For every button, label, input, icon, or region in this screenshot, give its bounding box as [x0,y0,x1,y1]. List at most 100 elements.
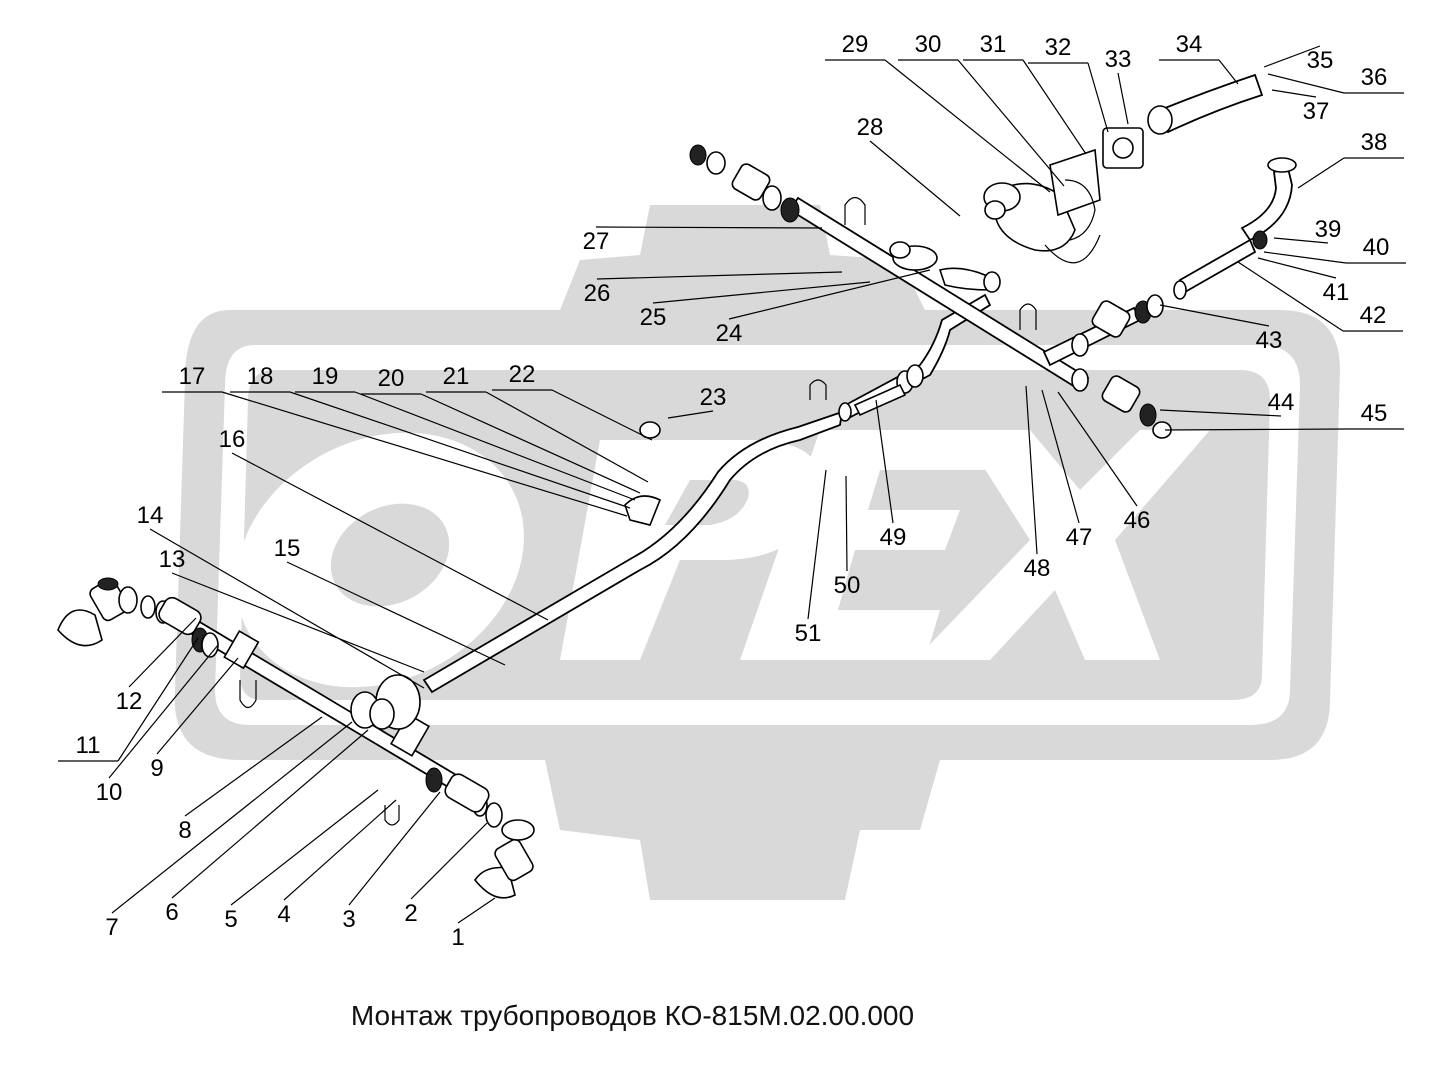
leader-line [1267,73,1404,94]
callout-7: 7 [105,721,353,941]
leader-line [807,469,827,620]
leader-line [1159,59,1239,85]
callout-44: 44 [1159,389,1294,417]
leader-line [898,59,1065,187]
callout-number: 6 [165,899,178,926]
callout-number: 24 [716,320,743,347]
callout-23: 23 [667,384,726,419]
callout-number: 33 [1105,46,1132,73]
callout-number: 1 [451,924,464,951]
callout-number: 20 [378,365,405,392]
diagram-caption: Монтаж трубопроводов КО-815М.02.00.000 [350,1000,915,1031]
callout-number: 51 [795,620,822,647]
leader-line [875,399,894,524]
callout-18: 18 [230,363,631,509]
leader-line [426,391,649,483]
callout-number: 21 [443,363,470,390]
leader-line [283,799,397,901]
leader-line [1273,237,1329,244]
leader-line [492,389,653,441]
callout-10: 10 [96,644,219,806]
leader-line [1271,89,1317,98]
callout-26: 26 [584,271,843,307]
callout-15: 15 [274,535,506,666]
leader-line [1057,391,1138,507]
callout-number: 5 [224,906,237,933]
callout-8: 8 [178,716,323,844]
leader-line [230,789,379,906]
callout-number: 39 [1315,216,1342,243]
callout-number: 18 [247,363,274,390]
elbow-pipe [1240,166,1293,242]
callout-number: 10 [96,779,123,806]
callout-11: 11 [58,637,199,762]
callout-31: 31 [963,31,1087,155]
callout-51: 51 [795,469,827,647]
leader-line [728,269,931,320]
callout-number: 50 [834,572,861,599]
callout-number: 31 [980,31,1007,58]
callout-number: 43 [1256,327,1283,354]
leader-line [171,572,425,673]
callout-5: 5 [224,789,379,933]
leader-line [1164,428,1404,431]
flexible-hose [1158,73,1264,134]
callout-number: 38 [1361,129,1388,156]
callout-number: 17 [179,363,206,390]
callout-number: 48 [1024,555,1051,582]
callout-41: 41 [1257,257,1349,306]
leader-line [348,791,441,906]
watermark-letter-e [740,430,1000,660]
leader-line [1028,62,1109,133]
callout-30: 30 [898,31,1065,187]
leader-line [149,528,425,689]
callout-16: 16 [219,426,549,621]
callout-17: 17 [162,363,628,517]
callout-49: 49 [875,399,907,551]
watermark-logo [174,205,1341,900]
leader-line [1159,409,1282,417]
leader-line [1263,45,1321,68]
callout-number: 46 [1124,507,1151,534]
callout-number: 2 [404,900,417,927]
callout-number: 30 [915,31,942,58]
leader-line [295,391,636,501]
callout-number: 42 [1360,302,1387,329]
callout-number: 9 [150,755,163,782]
leader-line [230,391,631,509]
callout-36: 36 [1267,64,1404,94]
callout-27: 27 [583,226,823,255]
callout-number: 34 [1176,31,1203,58]
leader-line [171,729,369,899]
callout-number: 27 [583,228,610,255]
callout-number: 25 [640,304,667,331]
leader-line [361,393,641,494]
lower-nozzle [474,866,516,899]
leader-line [1257,257,1337,279]
callout-46: 46 [1057,391,1151,534]
callout-number: 22 [509,361,536,388]
callout-4: 4 [277,799,397,928]
callout-number: 12 [116,688,143,715]
callout-number: 49 [880,524,907,551]
callout-number: 36 [1361,64,1388,91]
callout-13: 13 [159,546,425,673]
leader-line [869,140,961,217]
leader-line [1237,261,1403,332]
leader-line [457,897,496,924]
leader-line [1041,389,1080,524]
callout-12: 12 [116,617,197,715]
callout-number: 37 [1303,98,1330,125]
callout-32: 32 [1028,34,1109,133]
watermark-letter-x [915,430,1210,660]
callout-25: 25 [640,281,871,331]
watermark-letter-p [560,440,821,660]
leader-line [595,226,823,229]
leader-line [108,644,219,779]
callout-number: 47 [1066,524,1093,551]
leader-line [1263,251,1406,264]
leader-line [128,617,197,688]
callout-28: 28 [857,114,961,217]
callout-40: 40 [1263,234,1406,264]
leader-line [111,721,353,914]
